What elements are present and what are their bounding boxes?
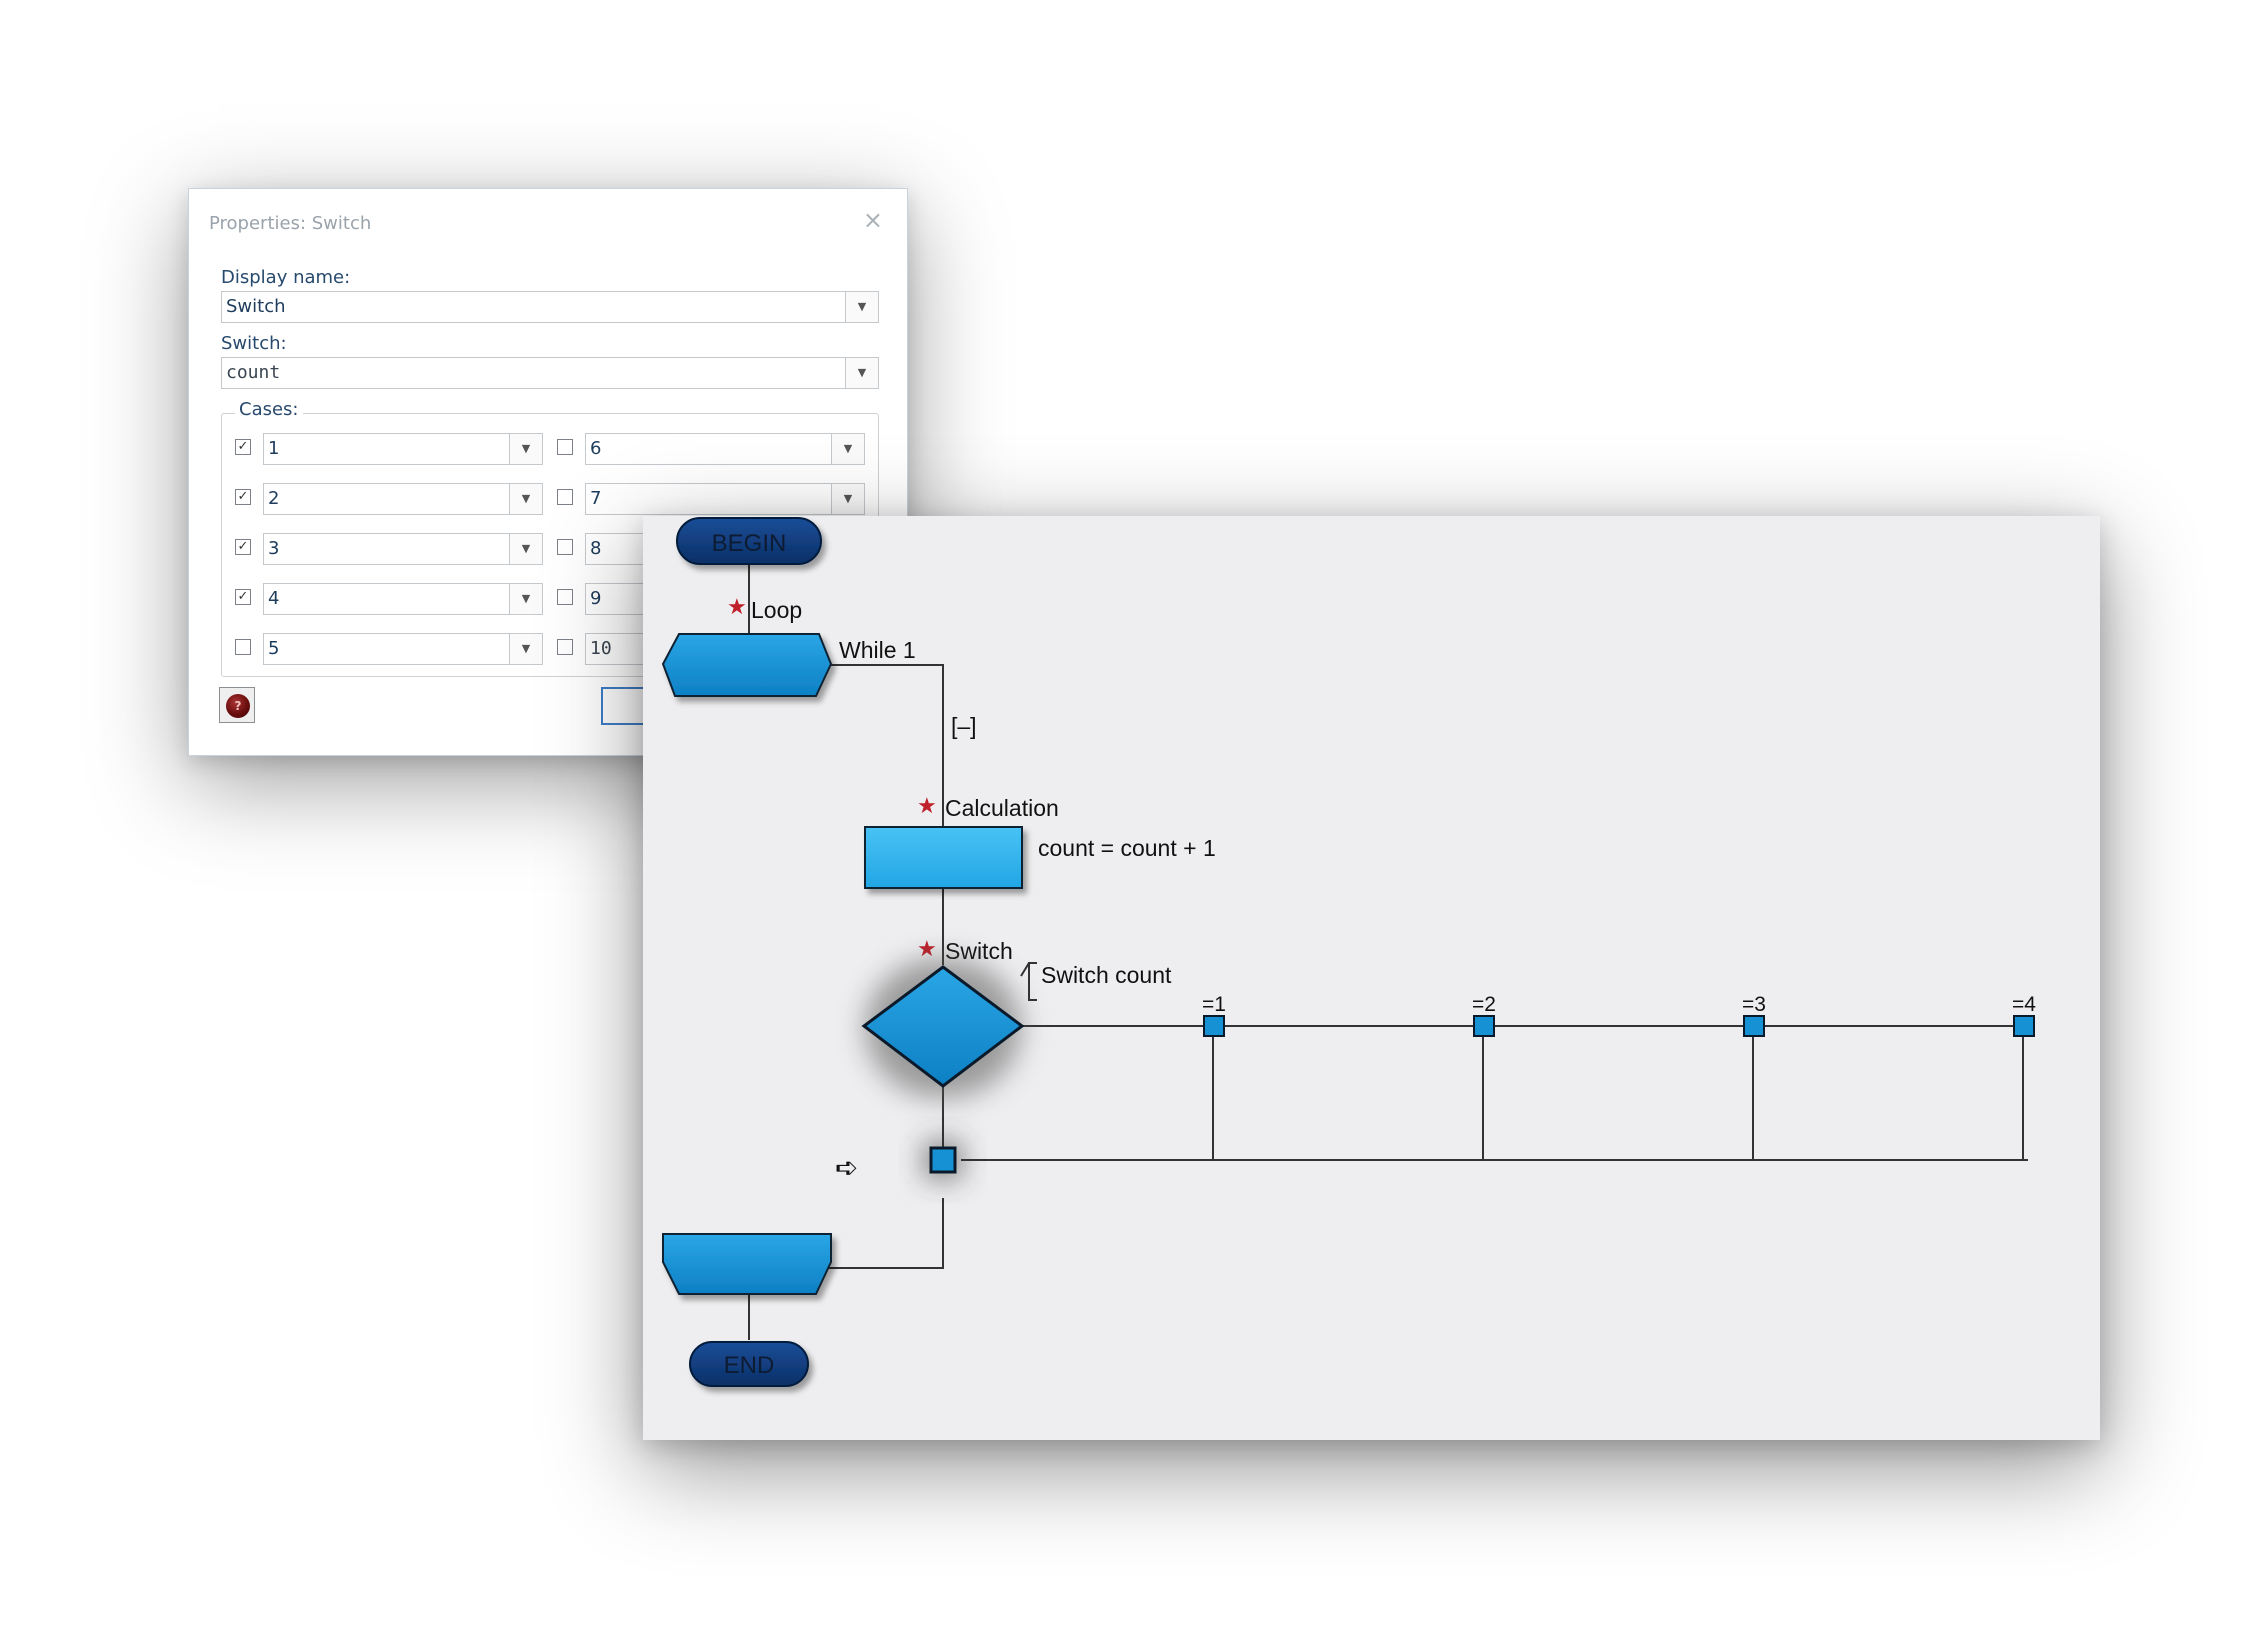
case-label-3: =3 (1742, 993, 1766, 1016)
display-name-value: Switch (226, 296, 286, 317)
flowchart-svg: BEGIN ★ Loop While 1 [–] ★ Calculation c… (661, 517, 2036, 1387)
calculation-expression: count = count + 1 (1038, 835, 1216, 861)
case-7-value: 7 (590, 488, 602, 509)
case-5-field[interactable]: 5 ▼ (263, 633, 543, 665)
case-node-2[interactable] (1473, 1015, 1495, 1037)
case-2-value: 2 (268, 488, 280, 509)
case-1-field[interactable]: 1 ▼ (263, 433, 543, 465)
case-9-checkbox[interactable] (557, 589, 573, 605)
case-node-4[interactable] (2013, 1015, 2035, 1037)
case-6-checkbox[interactable] (557, 439, 573, 455)
case-6-field[interactable]: 6 ▼ (585, 433, 865, 465)
chevron-down-icon[interactable]: ▼ (509, 584, 542, 614)
calculation-shape[interactable] (864, 826, 1023, 889)
case-7-field[interactable]: 7 ▼ (585, 483, 865, 515)
chevron-down-icon[interactable]: ▼ (845, 292, 878, 322)
switch-expression-field[interactable]: count ▼ (221, 357, 879, 389)
breakpoint-star-icon: ★ (917, 937, 937, 962)
begin-label: BEGIN (712, 530, 787, 557)
case-1-checkbox[interactable]: ✓ (235, 439, 251, 455)
case-3-checkbox[interactable]: ✓ (235, 539, 251, 555)
cases-label: Cases: (235, 399, 303, 420)
case-10-value: 10 (590, 638, 612, 659)
merge-node[interactable] (929, 1146, 957, 1174)
case-7-checkbox[interactable] (557, 489, 573, 505)
case-8-checkbox[interactable] (557, 539, 573, 555)
display-name-label: Display name: (221, 267, 351, 288)
calculation-label: Calculation (945, 795, 1059, 821)
display-name-field[interactable]: Switch ▼ (221, 291, 879, 323)
case-9-value: 9 (590, 588, 602, 609)
execution-arrow-icon: ➪ (835, 1151, 858, 1184)
case-6-value: 6 (590, 438, 602, 459)
close-icon[interactable]: × (862, 206, 883, 234)
case-5-value: 5 (268, 638, 280, 659)
end-label: END (724, 1352, 775, 1379)
chevron-down-icon[interactable]: ▼ (509, 534, 542, 564)
begin-terminal[interactable]: BEGIN (676, 517, 822, 565)
end-terminal[interactable]: END (689, 1341, 809, 1387)
flowchart-canvas[interactable]: BEGIN ★ Loop While 1 [–] ★ Calculation c… (643, 516, 2100, 1440)
dialog-title: Properties: Switch (209, 213, 372, 234)
chevron-down-icon[interactable]: ▼ (509, 434, 542, 464)
chevron-down-icon[interactable]: ▼ (509, 634, 542, 664)
case-2-checkbox[interactable]: ✓ (235, 489, 251, 505)
case-3-value: 3 (268, 538, 280, 559)
case-5-checkbox[interactable] (235, 639, 251, 655)
case-3-field[interactable]: 3 ▼ (263, 533, 543, 565)
case-label-4: =4 (2012, 993, 2036, 1016)
loop-label: Loop (751, 597, 802, 623)
help-icon: ? (226, 694, 250, 718)
chevron-down-icon[interactable]: ▼ (831, 484, 864, 514)
switch-diamond[interactable] (861, 965, 1025, 1088)
case-4-value: 4 (268, 588, 280, 609)
chevron-down-icon[interactable]: ▼ (509, 484, 542, 514)
chevron-down-icon[interactable]: ▼ (845, 358, 878, 388)
loop-shape[interactable] (661, 633, 833, 697)
case-1-value: 1 (268, 438, 280, 459)
case-node-3[interactable] (1743, 1015, 1765, 1037)
switch-label: Switch: (221, 333, 287, 354)
breakpoint-star-icon: ★ (727, 595, 747, 620)
connector-lines (748, 565, 2028, 1340)
case-8-value: 8 (590, 538, 602, 559)
case-4-field[interactable]: 4 ▼ (263, 583, 543, 615)
collapse-toggle[interactable]: [–] (951, 713, 977, 739)
case-node-1[interactable] (1203, 1015, 1225, 1037)
help-button[interactable]: ? (219, 687, 255, 723)
case-10-checkbox[interactable] (557, 639, 573, 655)
loop-end-shape[interactable] (662, 1233, 832, 1295)
case-2-field[interactable]: 2 ▼ (263, 483, 543, 515)
case-label-1: =1 (1202, 993, 1226, 1016)
chevron-down-icon[interactable]: ▼ (831, 434, 864, 464)
loop-condition: While 1 (839, 637, 916, 663)
case-label-2: =2 (1472, 993, 1496, 1016)
breakpoint-star-icon: ★ (917, 794, 937, 819)
switch-expression-value: count (226, 362, 281, 383)
switch-comment: Switch count (1041, 962, 1172, 988)
comment-bracket (1020, 962, 1037, 1001)
case-4-checkbox[interactable]: ✓ (235, 589, 251, 605)
